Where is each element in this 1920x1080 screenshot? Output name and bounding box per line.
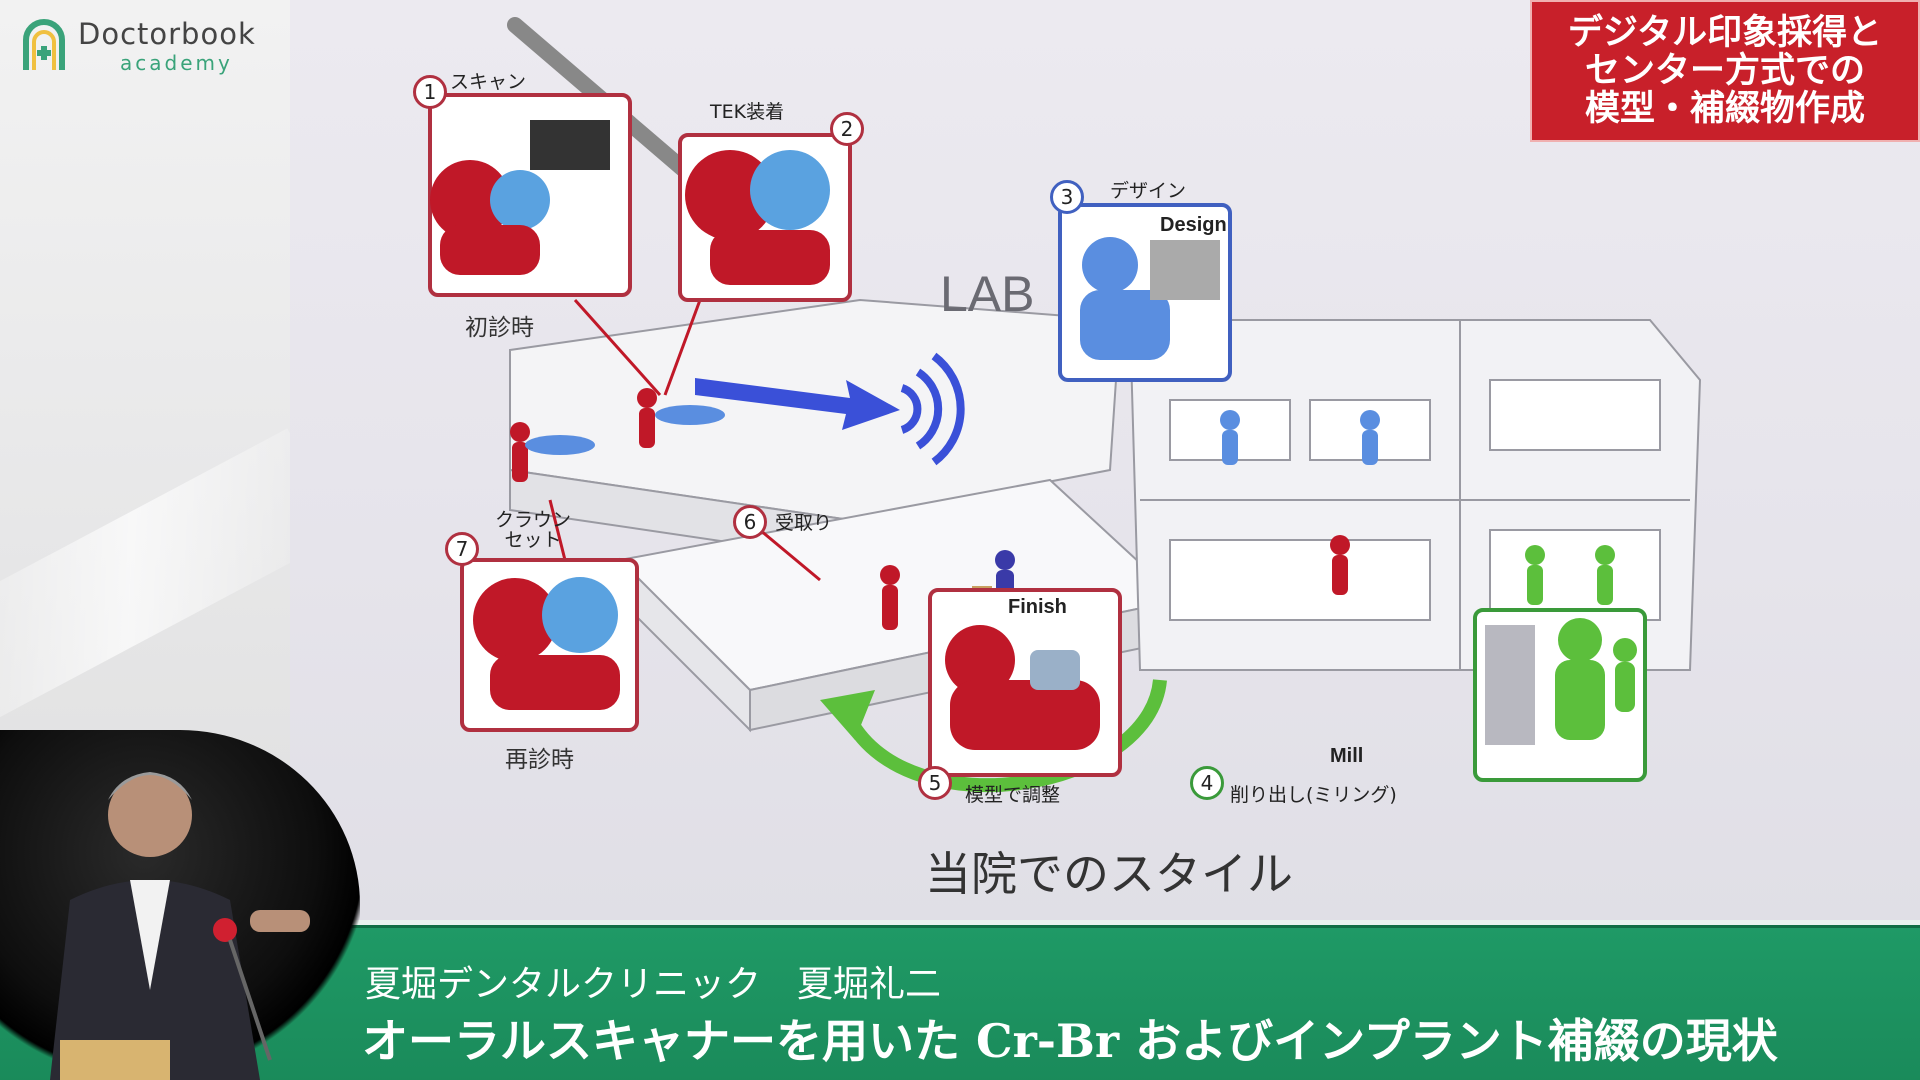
- step-4-label: 削り出し(ミリング): [1230, 784, 1397, 806]
- panel-scan: [428, 93, 632, 297]
- step-6-badge: 6: [733, 505, 767, 539]
- topic-line-3: 模型・補綴物作成: [1584, 89, 1865, 129]
- lab-figures: [1220, 410, 1615, 605]
- workflow-illustration: [428, 17, 1702, 793]
- finish-panel-word: Finish: [1008, 596, 1067, 618]
- slide-caption: 当院でのスタイル: [925, 847, 1293, 901]
- step-7-badge: 7: [445, 532, 479, 566]
- step-6-label: 受取り: [775, 512, 833, 534]
- wireless-signal-icon: [900, 352, 965, 466]
- logo-brand-name: Doctorbook: [78, 16, 256, 51]
- panel-mill: [1473, 608, 1647, 782]
- step-7-label-line1: クラウン: [495, 509, 572, 531]
- step-2-badge: 2: [830, 112, 864, 146]
- return-arrow: [843, 679, 1167, 793]
- topic-banner: デジタル印象採得と センター方式での 模型・補綴物作成: [1530, 0, 1920, 142]
- step-4-badge: 4: [1190, 766, 1224, 800]
- topic-line-1: デジタル印象採得と: [1567, 13, 1883, 53]
- doctorbook-logo: Doctorbook academy: [20, 18, 256, 74]
- panel-finish: [928, 588, 1122, 777]
- panel-tek: [678, 133, 852, 302]
- step-5-badge: 5: [918, 766, 952, 800]
- revisit-label: 再診時: [505, 747, 574, 773]
- design-panel-word: Design: [1160, 214, 1227, 236]
- panel-design: [1058, 203, 1232, 382]
- talk-title: オーラルスキャナーを用いた Cr-Br およびインプラント補綴の現状: [362, 1014, 1778, 1068]
- data-transfer-arrow: [695, 378, 900, 430]
- panel-crown-set: [460, 558, 639, 732]
- logo-brand-sub: academy: [120, 50, 233, 75]
- topic-line-2: センター方式での: [1584, 51, 1865, 91]
- mill-panel-word: Mill: [1330, 745, 1364, 767]
- step-3-label: デザイン: [1110, 180, 1187, 202]
- speaker-video-inset: [0, 730, 360, 1080]
- speaker-figure: [50, 772, 310, 1080]
- step-7-label-line2: セット: [504, 529, 562, 551]
- lab-label: LAB: [940, 266, 1035, 322]
- first-visit-label: 初診時: [465, 315, 534, 341]
- step-1-label: スキャン: [450, 71, 527, 93]
- step-7-label: クラウン セット: [495, 510, 571, 550]
- step-2-label: TEK装着: [710, 101, 785, 123]
- step-3-badge: 3: [1050, 180, 1084, 214]
- presentation-slide: LAB 1 スキャン 2 TEK装着 3 デザイン Design 4 削り出し(…: [290, 0, 1920, 925]
- speaker-name: 夏堀デンタルクリニック 夏堀礼二: [365, 964, 942, 1005]
- step-1-badge: 1: [413, 75, 447, 109]
- step-5-label: 模型で調整: [965, 784, 1061, 806]
- logo-house-icon: [23, 19, 65, 70]
